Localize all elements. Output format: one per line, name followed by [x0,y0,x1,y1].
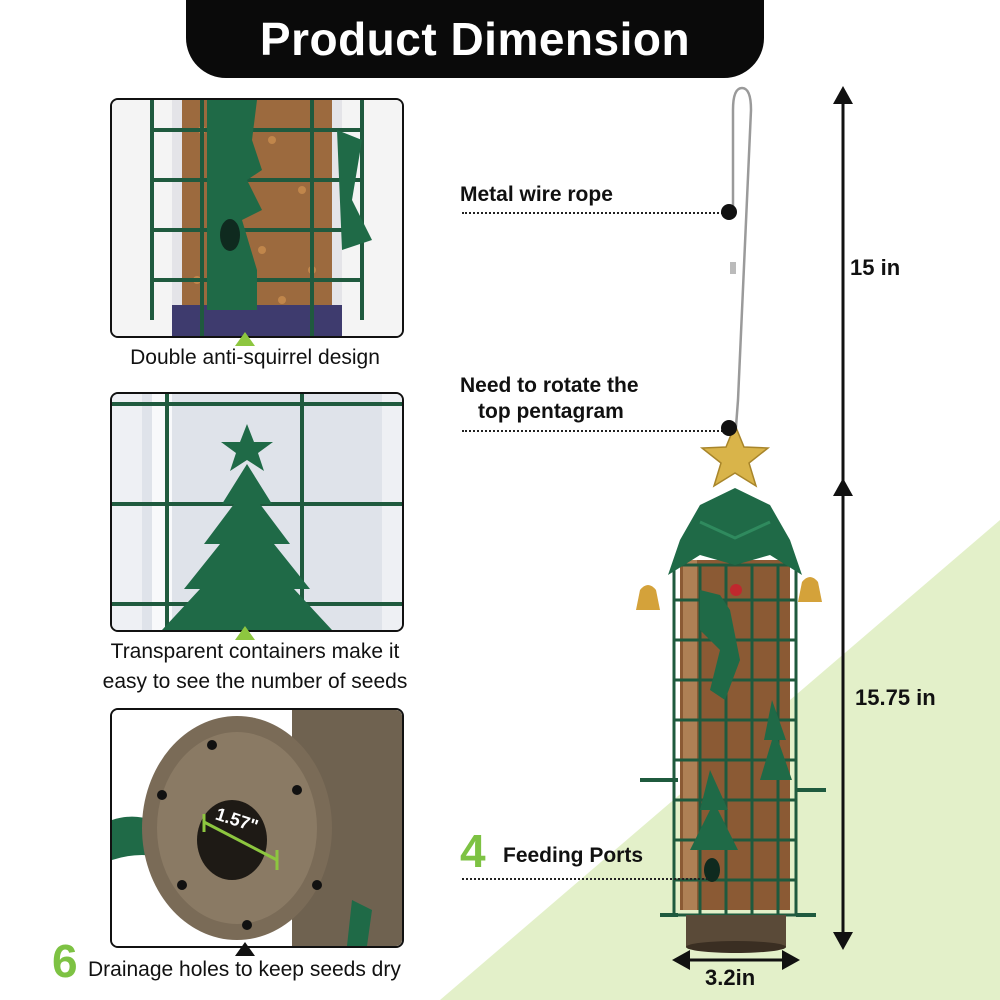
title-banner: Product Dimension [186,0,764,78]
panel-anti-squirrel [110,98,404,338]
rotate-dot [721,420,737,436]
wire-leader [462,212,730,214]
pointer-1 [235,332,255,346]
wire-label: Metal wire rope [460,183,613,206]
rotate-label-line2: top pentagram [478,400,624,423]
pointer-3 [235,942,255,956]
caption-transparent-line1: Transparent containers make it [110,640,400,663]
ports-leader [462,878,708,880]
page-title: Product Dimension [259,13,691,65]
caption-drainage: Drainage holes to keep seeds dry [88,958,401,981]
caption-transparent: Transparent containers make it easy to s… [40,637,470,697]
rotate-label-line1: Need to rotate the [460,374,639,397]
rotate-label: Need to rotate the top pentagram [460,373,639,425]
body-height-label: 15.75 in [855,685,936,710]
ports-count: 4 [460,825,486,877]
wire-dot [721,204,737,220]
caption-anti-squirrel: Double anti-squirrel design [130,346,380,369]
top-height-label: 15 in [850,255,901,280]
transparent-container-photo [112,394,402,630]
drainage-count: 6 [52,935,78,987]
anti-squirrel-photo [112,100,402,336]
pointer-2 [235,626,255,640]
width-label: 3.2in [705,965,756,990]
panel-drainage: 1.57" [110,708,404,948]
caption-transparent-line2: easy to see the number of seeds [102,670,408,693]
ports-label: Feeding Ports [503,844,644,867]
drainage-base-photo [112,710,402,946]
panel-transparent [110,392,404,632]
rotate-leader [462,430,730,432]
